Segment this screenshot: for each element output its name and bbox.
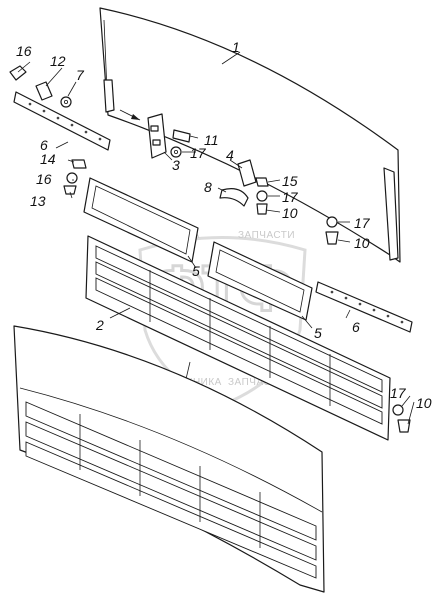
callout-17-b: 17 [282, 189, 299, 205]
hinge-bracket-part-3 [147, 113, 167, 159]
fastener-17-10-lower [392, 404, 411, 433]
fastener-15-17-10 [255, 177, 269, 215]
callout-10-b: 10 [354, 235, 370, 251]
assembled-front-panel [13, 325, 325, 593]
callout-5-right: 5 [314, 325, 322, 341]
bracket-part-8 [219, 188, 249, 207]
callout-3: 3 [172, 157, 180, 173]
callout-16-top: 16 [16, 43, 32, 59]
watermark-brand-right: ЗАПЧАСТИ [238, 230, 295, 241]
callout-15: 15 [282, 173, 298, 189]
callout-17-c: 17 [354, 215, 371, 231]
inner-panel-right-part-5 [207, 241, 313, 321]
callout-13: 13 [30, 193, 46, 209]
seal-strip-right-part-6 [315, 281, 413, 333]
callout-2: 2 [95, 317, 104, 333]
hinge-arrow [131, 114, 140, 120]
seal-strip-left-part-6 [13, 91, 111, 151]
callout-5-left: 5 [192, 263, 200, 279]
callout-8: 8 [204, 179, 212, 195]
callout-12: 12 [50, 53, 66, 69]
callout-10-a: 10 [282, 205, 298, 221]
callout-4: 4 [226, 147, 234, 163]
callout-10-c: 10 [416, 395, 432, 411]
callout-7: 7 [76, 67, 85, 83]
callout-1: 1 [232, 39, 240, 55]
callout-6-left: 6 [40, 137, 48, 153]
callout-16-mid: 16 [36, 171, 52, 187]
fastener-14-16-13 [63, 159, 87, 195]
callout-6-right: 6 [352, 319, 360, 335]
callout-17-d: 17 [390, 385, 407, 401]
callout-14: 14 [40, 151, 56, 167]
fastener-16-12-7 [9, 65, 72, 108]
radiator-grille-part-2 [85, 235, 391, 441]
upper-panel-part-1 [99, 7, 401, 263]
callout-17-a: 17 [190, 145, 207, 161]
watermark-footer-right: ЗАПЧАСТИ [228, 377, 285, 388]
fastener-17-10-right [325, 216, 339, 245]
callout-labels: 1 2 3 4 5 5 6 6 7 8 10 10 10 11 12 13 14… [16, 39, 432, 411]
clip-part-4 [237, 159, 257, 187]
callout-11: 11 [204, 132, 219, 148]
leader-lines [17, 51, 415, 425]
fastener-11-17 [170, 129, 191, 158]
